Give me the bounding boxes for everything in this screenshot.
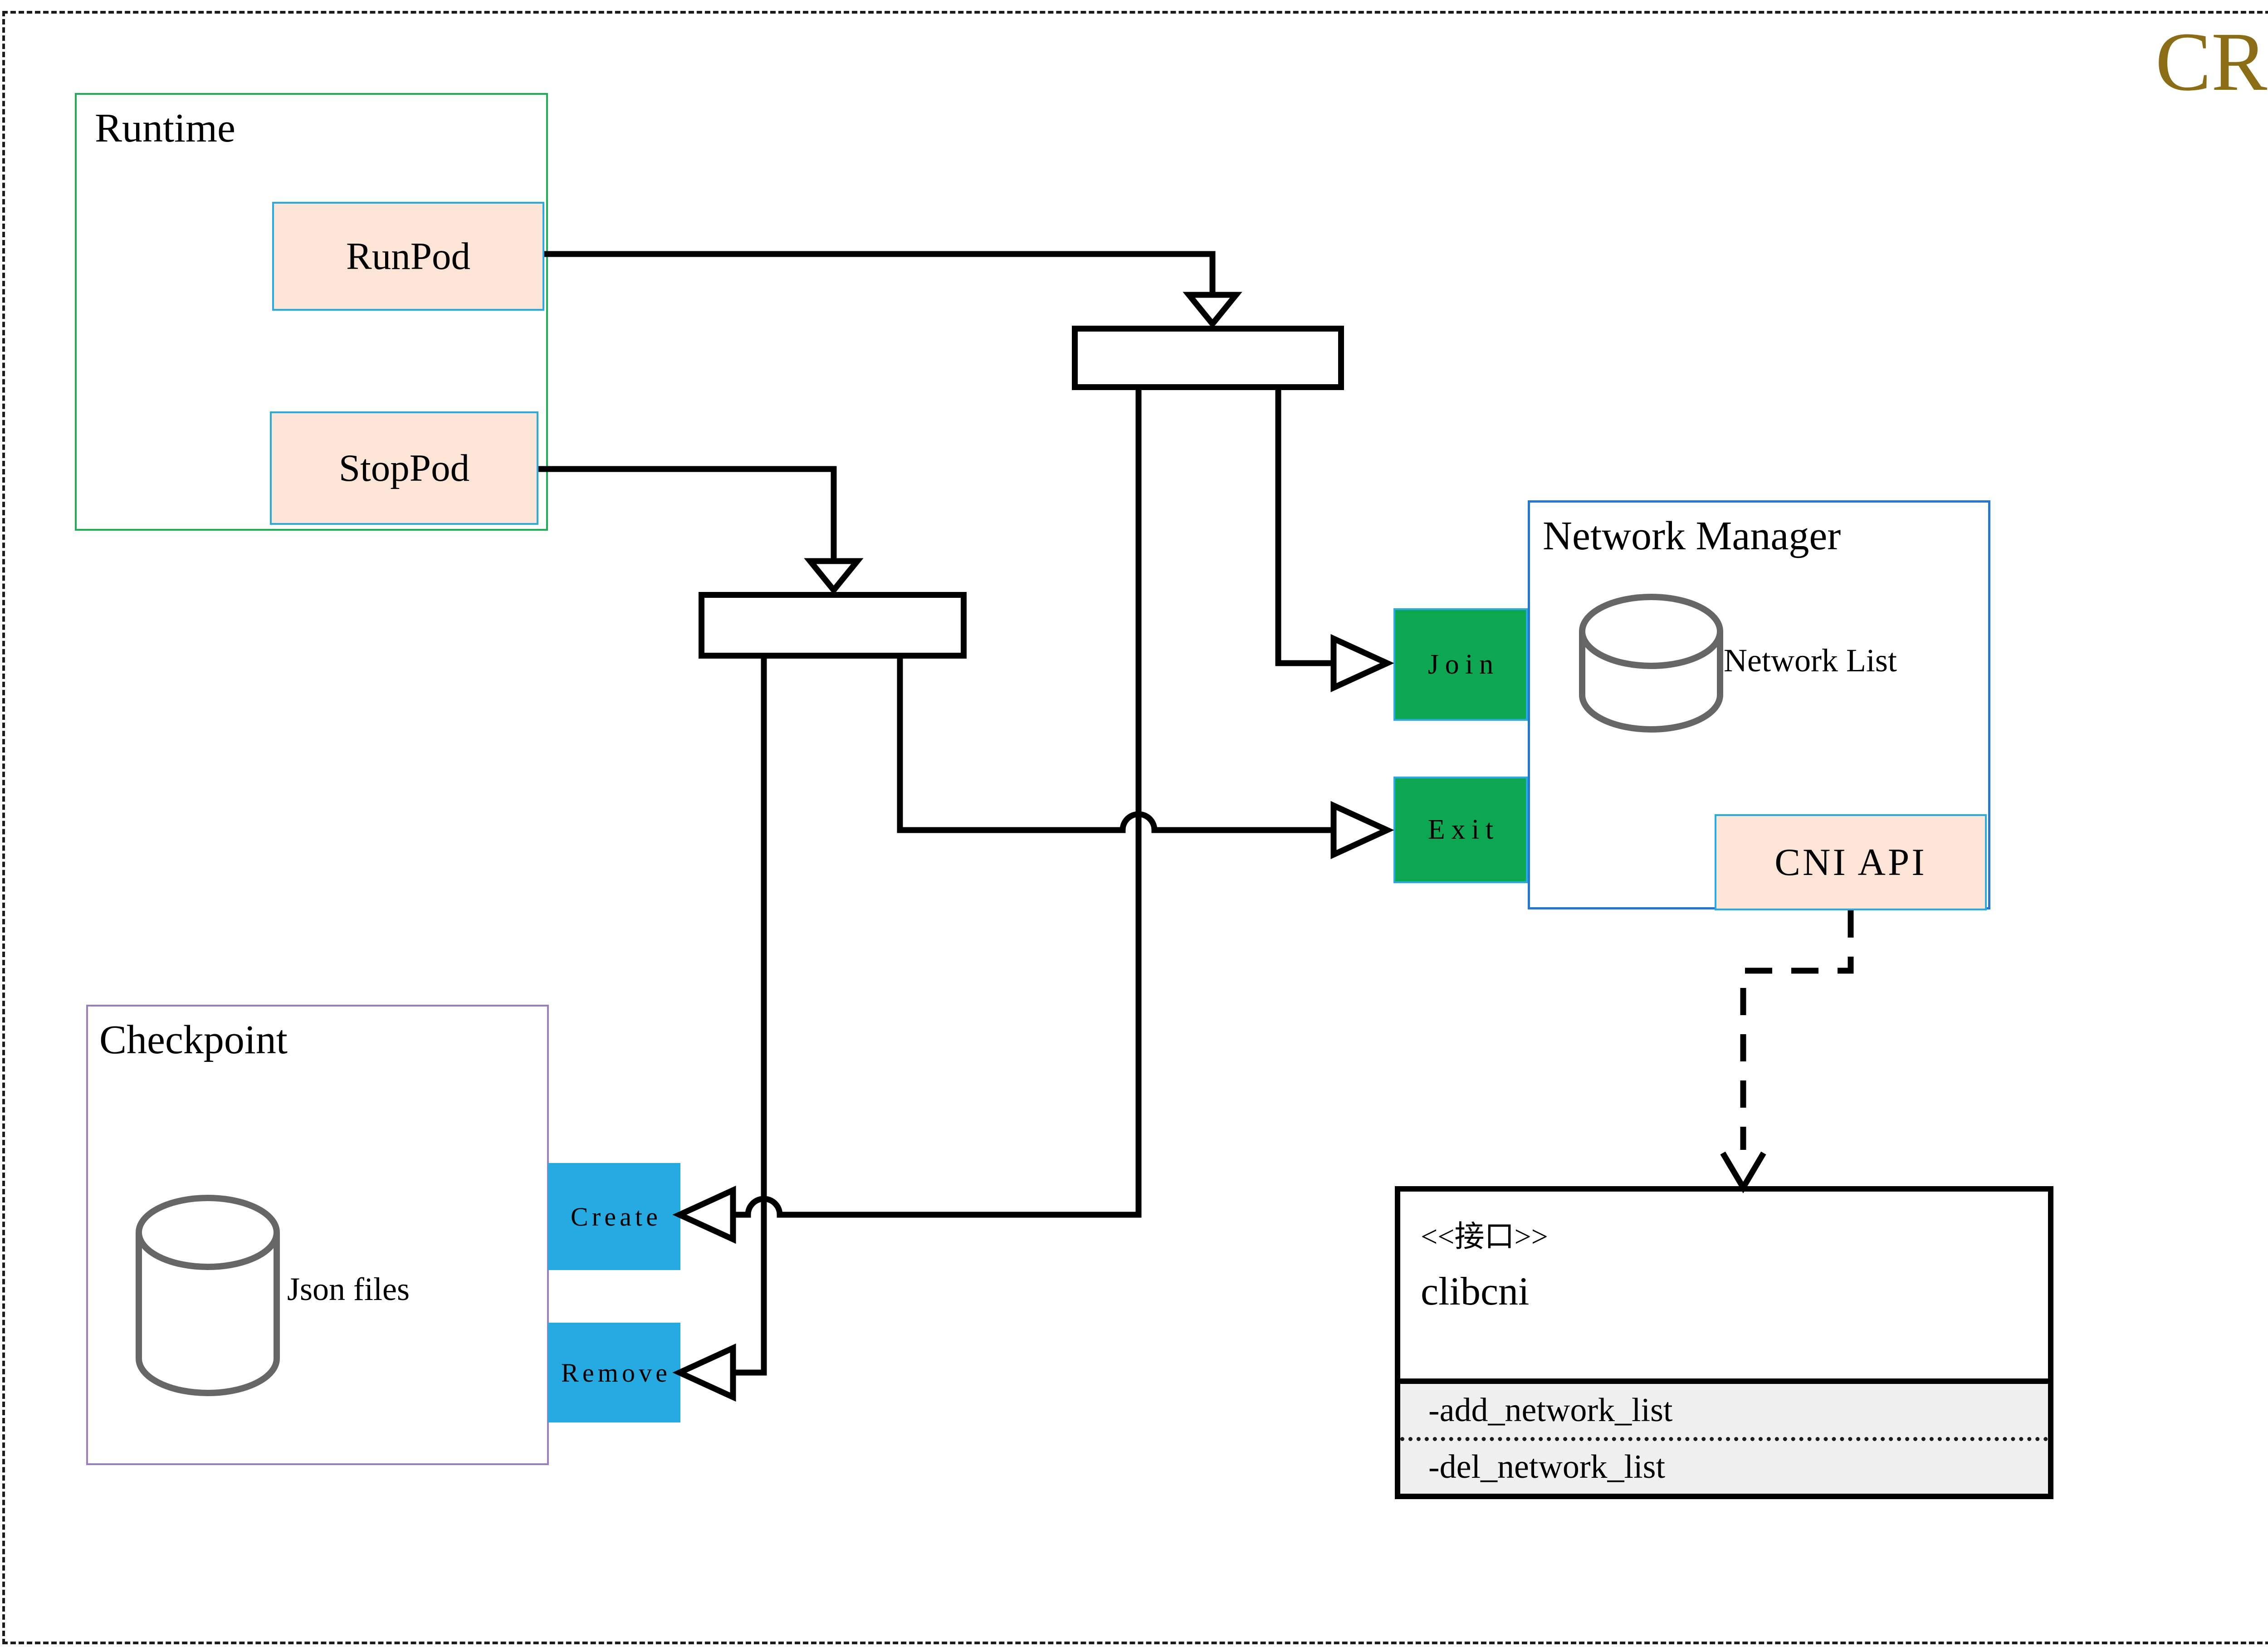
clibcni-interface-box: <<接口>> clibcni -add_network_list -del_ne… xyxy=(1395,1186,2053,1499)
stoppod-node: StopPod xyxy=(270,411,538,525)
runtime-title: Runtime xyxy=(95,106,235,151)
clibcni-stereotype: <<接口>> xyxy=(1421,1220,1548,1253)
remove-node: Remove xyxy=(548,1323,680,1422)
network-manager-title: Network Manager xyxy=(1543,513,1841,558)
checkpoint-container: Checkpoint xyxy=(86,1005,549,1465)
create-node: Create xyxy=(548,1163,680,1270)
join-label: Join xyxy=(1427,649,1500,680)
checkpoint-title: Checkpoint xyxy=(99,1017,288,1062)
clibcni-header-section: <<接口>> clibcni xyxy=(1400,1192,2048,1378)
junction-box-middle xyxy=(699,592,967,659)
clibcni-name: clibcni xyxy=(1421,1270,1530,1314)
clibcni-method-del: -del_network_list xyxy=(1400,1437,2048,1494)
runpod-node: RunPod xyxy=(272,202,544,311)
cni-api-label: CNI API xyxy=(1774,841,1927,884)
clibcni-method-add: -add_network_list xyxy=(1428,1391,1673,1429)
join-node: Join xyxy=(1393,608,1528,721)
create-label: Create xyxy=(571,1202,662,1232)
exit-label: Exit xyxy=(1427,814,1500,845)
json-files-label: Json files xyxy=(287,1271,410,1307)
clibcni-methods-section: -add_network_list -del_network_list xyxy=(1400,1378,2048,1494)
exit-node: Exit xyxy=(1393,777,1528,883)
page-dashed-border xyxy=(2,11,2268,1644)
network-list-label: Network List xyxy=(1724,642,1897,679)
cni-api-node: CNI API xyxy=(1715,814,1987,910)
diagram-title: CRI xyxy=(2155,15,2268,108)
remove-label: Remove xyxy=(561,1358,671,1388)
stoppod-label: StopPod xyxy=(338,447,470,489)
runpod-label: RunPod xyxy=(346,235,470,278)
junction-box-top xyxy=(1072,326,1344,390)
